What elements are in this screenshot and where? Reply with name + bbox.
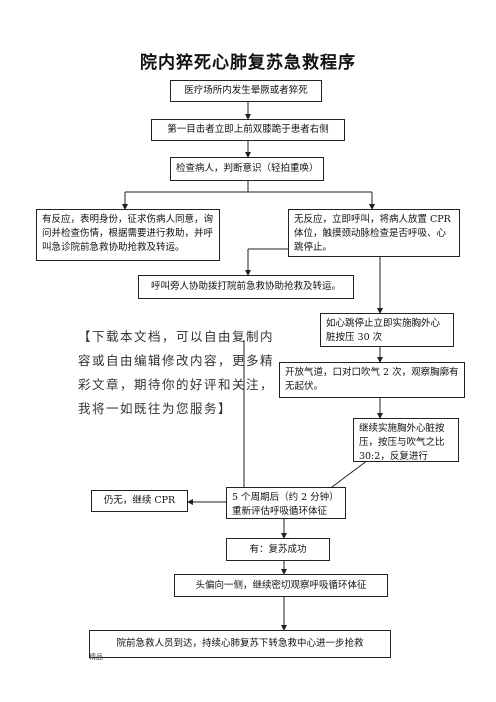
step-first-responder: 第一目击者立即上前双膝跪于患者右侧: [151, 119, 345, 141]
step-call-help: 呼叫旁人协助拨打院前急救协助抢救及转运。: [138, 275, 354, 299]
step-chest-compression: 如心跳停止立即实施胸外心脏按压 30 次: [320, 313, 454, 347]
step-continue-cpr: 继续实施胸外心脏按压，按压与吹气之比 30:2，反复进行: [353, 418, 459, 462]
watermark-text: 【下载本文档，可以自由复制内容或自由编辑修改内容，更多精彩文章，期待你的好评和关…: [78, 329, 275, 416]
step-collapse: 医疗场所内发生晕厥或者猝死: [170, 80, 322, 102]
step-open-airway: 开放气道，口对口吹气 2 次，观察胸廓有无起伏。: [279, 362, 465, 398]
step-no-response: 仍无，继续 CPR: [91, 490, 188, 512]
step-reassess: 5 个周期后（约 2 分钟）重新评估呼吸循环体征: [226, 487, 346, 519]
branch-responsive: 有反应，表明身份，征求伤病人同意，询问并检查伤情，根据需要进行救助，并呼叫急诊院…: [36, 209, 220, 261]
step-final-transfer: 院前急救人员到达，持续心肺复苏下转急救中心进一步抢救: [89, 630, 391, 658]
branch-unresponsive: 无反应，立即呼叫，将病人放置 CPR 体位，触摸颈动脉检查是否呼吸、心跳停止。: [288, 209, 460, 257]
step-success: 有：复苏成功: [226, 538, 330, 561]
footer-label: 精品: [89, 653, 103, 661]
page-title: 院内猝死心肺复苏急救程序: [140, 53, 356, 73]
step-observe: 头偏向一侧，继续密切观察呼吸循环体征: [174, 574, 388, 597]
step-check-consciousness: 检查病人，判断意识（轻拍重唤）: [170, 157, 324, 181]
